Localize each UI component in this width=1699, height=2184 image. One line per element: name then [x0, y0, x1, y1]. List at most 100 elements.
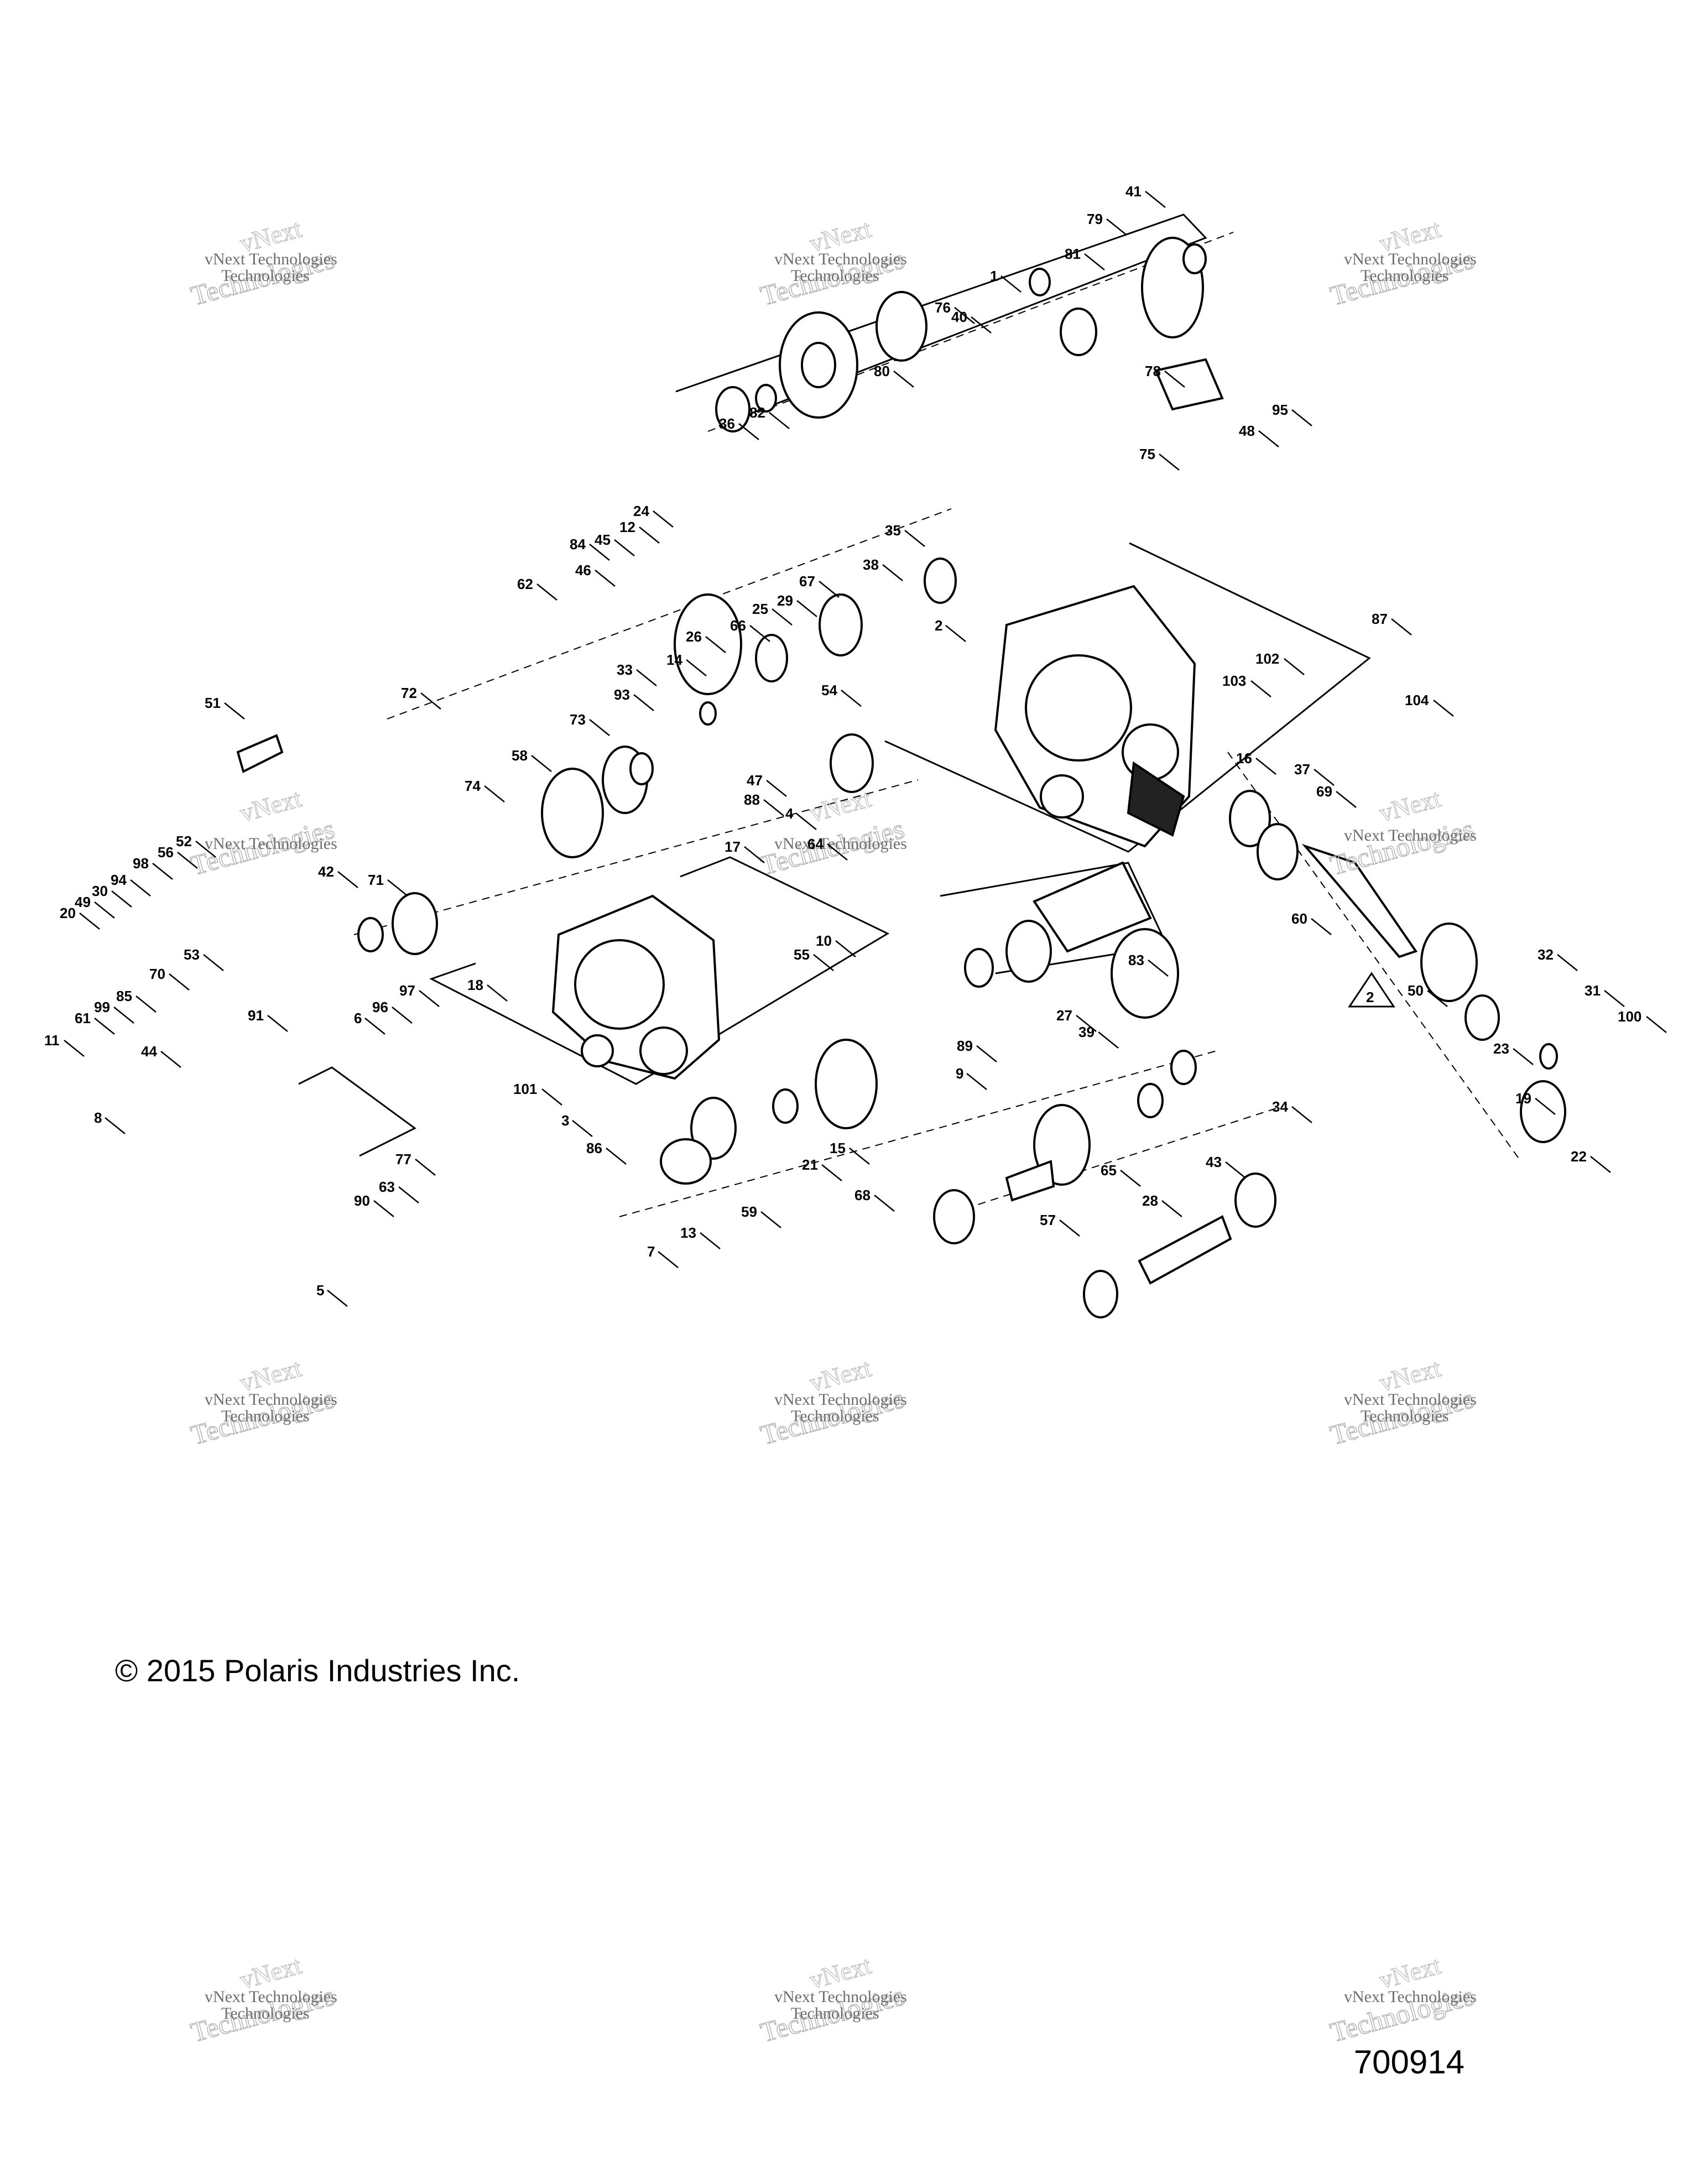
callout-67: 67 — [799, 573, 815, 590]
leader-line-40 — [971, 316, 992, 333]
leader-line-17 — [744, 846, 765, 863]
leader-line-86 — [606, 1148, 627, 1165]
callout-38: 38 — [863, 556, 879, 573]
leader-line-32 — [1557, 954, 1578, 971]
leader-line-76 — [954, 307, 975, 324]
callout-61: 61 — [75, 1010, 91, 1026]
callout-73: 73 — [570, 711, 586, 728]
leader-line-2 — [945, 625, 966, 642]
callout-21: 21 — [802, 1156, 818, 1173]
leader-line-33 — [636, 669, 657, 686]
shafts — [236, 358, 1418, 1285]
leader-line-31 — [1604, 990, 1625, 1007]
svg-text:vNext: vNext — [806, 784, 874, 827]
leader-line-53 — [203, 954, 224, 971]
leader-line-74 — [484, 785, 505, 802]
leader-line-8 — [105, 1117, 126, 1134]
callout-47: 47 — [747, 772, 763, 789]
callout-1: 1 — [990, 268, 998, 284]
leader-line-47 — [766, 780, 787, 797]
leader-line-62 — [536, 583, 557, 601]
callout-22: 22 — [1571, 1148, 1587, 1165]
callout-63: 63 — [379, 1179, 395, 1195]
leader-line-70 — [169, 973, 190, 991]
leader-line-103 — [1250, 680, 1271, 697]
callout-58: 58 — [512, 747, 528, 764]
callout-49: 49 — [75, 894, 91, 910]
leader-line-64 — [827, 843, 848, 861]
leader-line-26 — [705, 636, 726, 653]
leader-line-65 — [1120, 1170, 1141, 1187]
svg-text:vNext Technologies: vNext Technologies — [205, 1988, 337, 2006]
leader-line-99 — [113, 1007, 134, 1024]
callout-89: 89 — [957, 1038, 973, 1054]
callout-56: 56 — [158, 844, 174, 861]
leader-line-7 — [658, 1251, 679, 1268]
leader-line-14 — [686, 659, 707, 676]
shaft-axes — [353, 232, 1521, 1217]
leader-line-96 — [392, 1007, 413, 1024]
leader-line-10 — [835, 940, 856, 957]
leader-line-25 — [772, 608, 793, 626]
leader-line-84 — [589, 544, 610, 561]
svg-text:Technologies: Technologies — [221, 267, 310, 285]
svg-text:vNext Technologies: vNext Technologies — [774, 1988, 907, 2006]
leader-line-80 — [893, 371, 914, 388]
callout-27: 27 — [1056, 1007, 1072, 1024]
callout-37: 37 — [1294, 761, 1310, 778]
leader-line-12 — [639, 527, 660, 544]
callout-100: 100 — [1618, 1008, 1641, 1025]
svg-text:Technologies: Technologies — [791, 1407, 879, 1425]
callout-71: 71 — [368, 872, 384, 888]
svg-text:vNext Technologies: vNext Technologies — [774, 250, 907, 268]
callout-16: 16 — [1236, 750, 1252, 767]
leader-line-57 — [1059, 1219, 1080, 1237]
svg-text:vNext Technologies: vNext Technologies — [1344, 1988, 1477, 2006]
callout-10: 10 — [816, 932, 832, 949]
svg-text:vNext Technologies: vNext Technologies — [205, 250, 337, 268]
leader-line-18 — [487, 984, 508, 1002]
leader-line-78 — [1164, 371, 1185, 388]
leader-line-39 — [1098, 1031, 1119, 1049]
leader-line-52 — [195, 841, 216, 858]
callout-23: 23 — [1493, 1040, 1509, 1057]
svg-text:vNext Technologies: vNext Technologies — [205, 835, 337, 853]
callout-12: 12 — [619, 519, 635, 535]
leader-line-16 — [1255, 758, 1276, 775]
leader-line-72 — [420, 692, 441, 710]
svg-text:vNext Technologies: vNext Technologies — [1344, 250, 1477, 268]
callout-2: 2 — [935, 617, 942, 634]
leader-line-83 — [1148, 960, 1169, 977]
leader-line-95 — [1291, 409, 1312, 426]
callout-101: 101 — [513, 1081, 537, 1097]
callout-35: 35 — [885, 522, 901, 539]
watermarks: Technologies vNext vNext Technologies Te… — [187, 214, 1477, 2049]
callout-19: 19 — [1515, 1090, 1531, 1107]
callout-13: 13 — [680, 1224, 696, 1241]
leader-line-44 — [160, 1051, 181, 1068]
callout-5: 5 — [316, 1282, 324, 1299]
callout-43: 43 — [1206, 1154, 1222, 1170]
leader-line-27 — [1076, 1015, 1097, 1032]
callout-77: 77 — [395, 1151, 411, 1167]
leader-line-51 — [224, 702, 245, 720]
transmission-case-left — [551, 894, 721, 1080]
leader-line-3 — [572, 1120, 593, 1137]
leader-line-38 — [882, 564, 903, 581]
leader-line-90 — [373, 1200, 394, 1217]
callout-84: 84 — [570, 536, 586, 552]
leader-line-102 — [1284, 658, 1305, 675]
leader-line-46 — [595, 570, 616, 587]
callout-46: 46 — [575, 562, 591, 578]
callout-57: 57 — [1040, 1212, 1056, 1228]
leader-line-55 — [813, 954, 834, 971]
callout-20: 20 — [60, 905, 76, 921]
leader-line-97 — [419, 990, 440, 1007]
callout-26: 26 — [686, 628, 702, 645]
callout-48: 48 — [1239, 423, 1255, 439]
callout-3: 3 — [561, 1112, 569, 1129]
leader-line-11 — [64, 1040, 85, 1057]
svg-text:vNext: vNext — [1376, 784, 1443, 827]
leader-line-30 — [111, 890, 132, 908]
